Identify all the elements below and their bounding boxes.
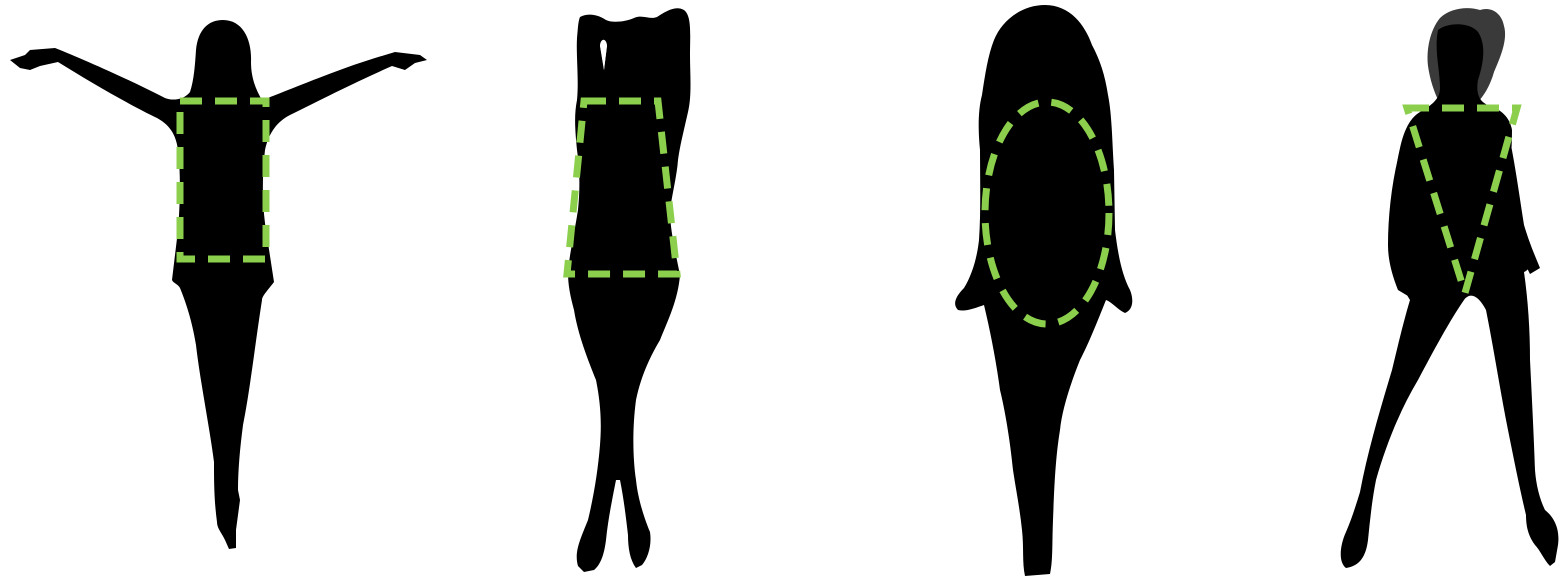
body-shape-diagram (0, 0, 1561, 578)
